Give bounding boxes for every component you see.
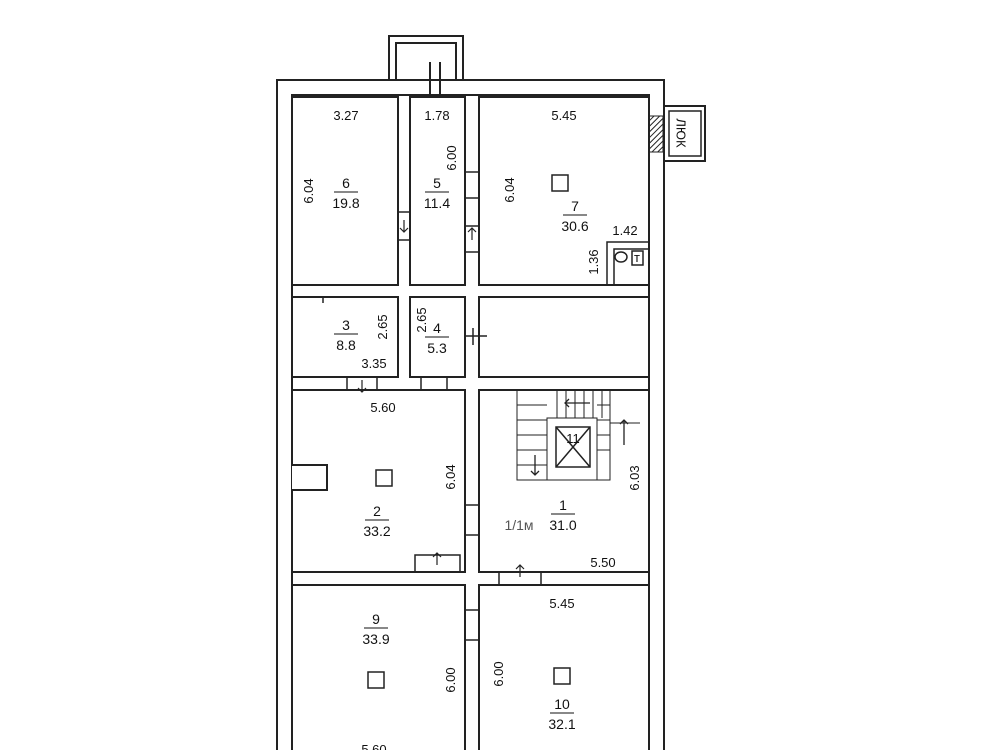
room-4-height: 2.65	[414, 307, 429, 332]
wc-height: 1.36	[586, 249, 601, 274]
door-arrows	[357, 220, 525, 577]
room-5-area: 11.4	[424, 195, 450, 211]
room-5-width: 1.78	[424, 108, 449, 123]
room-10-outline	[478, 584, 650, 750]
room-3-outline	[291, 296, 399, 378]
room-3-height: 2.65	[375, 314, 390, 339]
room-7-area: 30.6	[561, 218, 588, 234]
room-7-height: 6.04	[502, 177, 517, 202]
hatch-box	[648, 105, 706, 162]
room-2-height: 6.04	[443, 464, 458, 489]
room-3-number: 3	[342, 317, 350, 333]
hatch-label: ЛЮК	[674, 118, 689, 148]
room-labels: 6 19.8 3.27 6.04 5 11.4 1.78 6.00 7 30.6…	[301, 108, 642, 750]
column-room-9	[367, 671, 385, 689]
room-4-number: 4	[433, 320, 441, 336]
room-6-number: 6	[342, 175, 350, 191]
room-10-number: 10	[554, 696, 570, 712]
wc-symbol: т	[634, 250, 640, 265]
room-6-height: 6.04	[301, 178, 316, 203]
room-3-width: 3.35	[361, 356, 386, 371]
room-2-area: 33.2	[363, 523, 390, 539]
room-11-number: 11	[566, 431, 580, 446]
room-1-number: 1	[559, 497, 567, 513]
room-6-width: 3.27	[333, 108, 358, 123]
column-room-2	[375, 469, 393, 487]
room-5-number: 5	[433, 175, 441, 191]
staircase	[516, 389, 640, 481]
room-9-outline	[291, 584, 466, 750]
room-1-area: 31.0	[549, 517, 576, 533]
room-6-outline	[291, 96, 399, 286]
room-7-width: 5.45	[551, 108, 576, 123]
room-6-area: 19.8	[332, 195, 359, 211]
room-7-number: 7	[571, 198, 579, 214]
room-3-area: 8.8	[336, 337, 356, 353]
room-unlabeled-outline	[478, 296, 650, 378]
room-10-width: 5.45	[549, 596, 574, 611]
column-room-7	[551, 174, 569, 192]
room-2-width: 5.60	[370, 400, 395, 415]
outer-walls	[276, 79, 665, 750]
room-walls	[291, 96, 650, 750]
room-9-number: 9	[372, 611, 380, 627]
room-4-area: 5.3	[427, 340, 447, 356]
floor-label: 1/1м	[504, 517, 533, 533]
wc-width: 1.42	[612, 223, 637, 238]
room-7-outline	[478, 96, 650, 286]
room-2-notch	[292, 464, 328, 491]
room-10-area: 32.1	[548, 716, 575, 732]
room-10-height: 6.00	[491, 661, 506, 686]
room-1-width: 5.50	[590, 555, 615, 570]
room-9-area: 33.9	[362, 631, 389, 647]
room-9-height: 6.00	[443, 667, 458, 692]
room-5-outline	[409, 96, 466, 286]
elevator-shaft	[555, 426, 591, 468]
room-4-outline	[409, 296, 466, 378]
column-room-10	[553, 667, 571, 685]
doors	[322, 171, 542, 641]
room-5-height: 6.00	[444, 145, 459, 170]
room-9-width: 5.60	[361, 742, 386, 750]
wc-room	[606, 241, 649, 285]
entrance-vestibule	[388, 35, 464, 98]
room-1-height: 6.03	[627, 465, 642, 490]
room-2-number: 2	[373, 503, 381, 519]
room-1-outline	[478, 389, 650, 573]
columns	[367, 174, 571, 689]
